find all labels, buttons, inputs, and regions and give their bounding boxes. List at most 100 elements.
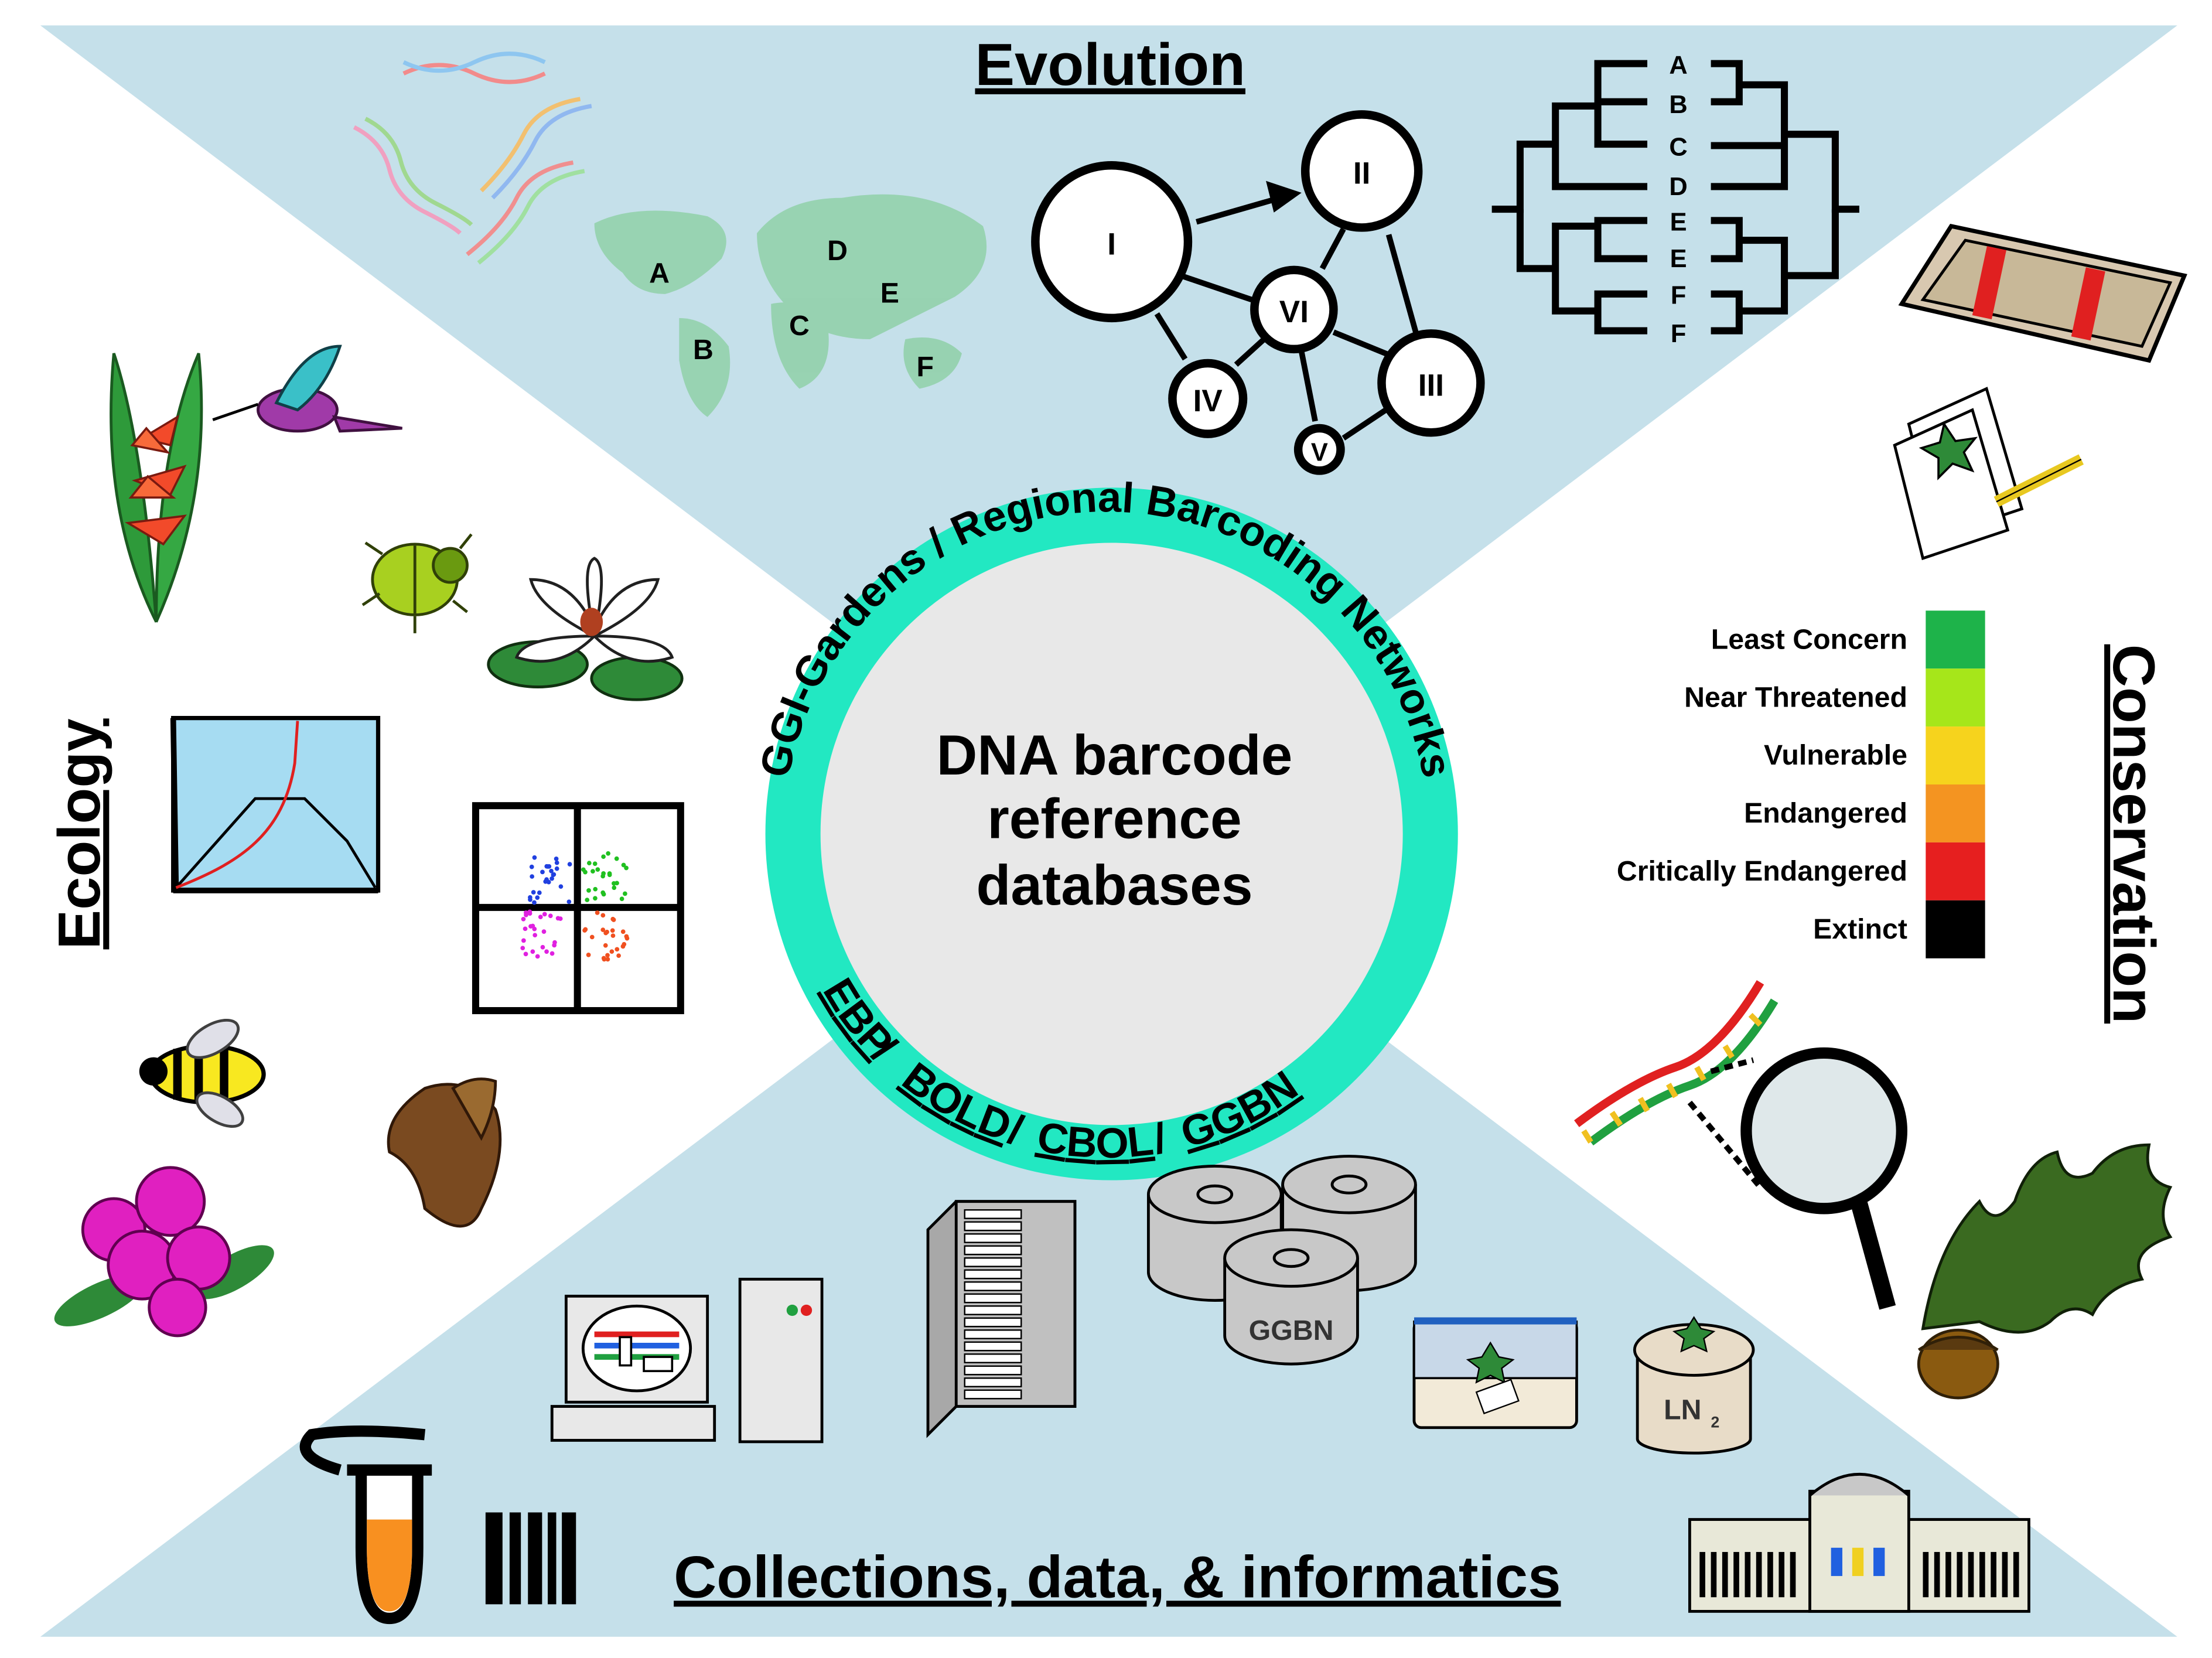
museum-column xyxy=(1745,1552,1751,1598)
phylogenetic-tree-icon xyxy=(1491,60,1859,335)
scatter-point xyxy=(615,881,619,886)
cabinet-drawer xyxy=(964,1353,1022,1363)
map-label: B xyxy=(693,334,714,366)
oak-leaf-acorn-icon xyxy=(1917,1143,2173,1400)
scatter-point xyxy=(545,864,551,869)
ecology-title: Ecology xyxy=(46,718,112,949)
scatter-point xyxy=(549,951,555,956)
scatter-point xyxy=(593,896,598,901)
museum-column xyxy=(1790,1552,1796,1598)
museum-column xyxy=(1722,1552,1728,1598)
scatter-point xyxy=(603,930,608,936)
scatter-point xyxy=(537,890,542,895)
red-list-swatch xyxy=(1926,900,1985,958)
node-label: V xyxy=(1311,439,1328,467)
scatter-point xyxy=(619,896,624,902)
node-label: VI xyxy=(1279,295,1309,329)
scatter-point xyxy=(531,890,536,895)
museum-column xyxy=(1756,1552,1762,1598)
scatter-point xyxy=(614,856,619,861)
scatter-point xyxy=(532,926,537,932)
scatter-point xyxy=(585,898,590,902)
world-map-labels: A B C D E F xyxy=(649,235,934,383)
cabinet-drawer xyxy=(964,1209,1022,1219)
scatter-point xyxy=(520,946,525,951)
scatter-point xyxy=(527,909,532,915)
bat-icon xyxy=(387,1077,502,1228)
cabinet-drawer xyxy=(964,1317,1022,1328)
dna-strand-icon xyxy=(353,52,592,265)
scatter-point xyxy=(538,915,543,919)
red-list-swatch xyxy=(1926,668,1985,727)
scatter-point xyxy=(602,957,607,962)
scatter-point xyxy=(609,949,615,954)
node-label: III xyxy=(1418,369,1444,403)
tree-tip-label: F xyxy=(1671,282,1687,310)
scatter-point xyxy=(616,953,621,958)
tree-tip-labels: A B C D E E F F xyxy=(1669,51,1687,347)
museum-column xyxy=(1733,1552,1739,1598)
scatter-point xyxy=(620,929,626,934)
red-list-swatch xyxy=(1926,610,1985,669)
scatter-point xyxy=(620,944,626,949)
scatter-point xyxy=(624,865,629,871)
museum-column xyxy=(1945,1552,1951,1598)
scatter-point xyxy=(601,854,606,859)
scatter-point xyxy=(541,929,547,934)
map-label: D xyxy=(827,235,848,267)
museum-building-icon xyxy=(1688,1473,2030,1613)
barcode-icon xyxy=(485,1512,576,1605)
map-label: C xyxy=(789,310,810,342)
scatter-point xyxy=(528,924,533,929)
scatter-point xyxy=(532,900,537,905)
cabinet-drawer xyxy=(964,1305,1022,1315)
collections-title: Collections, data, & informatics xyxy=(674,1544,1561,1610)
scatter-point xyxy=(600,913,606,918)
herbarium-specimen-stack-icon xyxy=(1898,223,2187,363)
cabinet-drawer xyxy=(964,1269,1022,1280)
scatter-point xyxy=(542,912,547,917)
map-label: F xyxy=(916,351,933,383)
scatter-point xyxy=(543,879,548,884)
red-list-label: Extinct xyxy=(1813,913,1907,945)
red-list-label: Vulnerable xyxy=(1764,739,1907,771)
field-notes-icon xyxy=(1893,387,2084,561)
museum-column xyxy=(1699,1552,1705,1598)
evolution-title: Evolution xyxy=(975,32,1245,98)
cabinet-drawer xyxy=(964,1233,1022,1243)
ordination-scatter-plot xyxy=(472,802,684,1015)
scatter-point xyxy=(552,940,557,945)
museum-column xyxy=(2002,1552,2008,1598)
scatter-point xyxy=(615,947,620,952)
scatter-point xyxy=(581,867,586,872)
scatter-point xyxy=(586,888,591,893)
museum-column xyxy=(1779,1552,1785,1598)
specimen-cabinet-icon xyxy=(926,1200,1077,1438)
center-title-line: DNA barcode xyxy=(937,724,1293,787)
world-map xyxy=(594,194,987,417)
cabinet-drawer xyxy=(964,1245,1022,1256)
scatter-point xyxy=(595,910,600,915)
scatter-point xyxy=(549,868,554,874)
scatter-point xyxy=(544,949,549,954)
bumblebee-icon xyxy=(139,1018,266,1128)
museum-column xyxy=(1711,1552,1717,1598)
scatter-point xyxy=(623,891,627,896)
red-list-label: Least Concern xyxy=(1711,623,1907,655)
node-label: II xyxy=(1353,156,1371,191)
scatter-point xyxy=(590,869,595,874)
scatter-point xyxy=(607,872,612,878)
scatter-point xyxy=(529,864,534,869)
scatter-point xyxy=(621,862,626,868)
museum-column xyxy=(1968,1552,1974,1598)
scatter-point xyxy=(521,938,526,943)
scatter-point xyxy=(540,869,545,875)
scatter-point xyxy=(535,895,540,900)
cabinet-drawer xyxy=(964,1329,1022,1339)
scatter-point xyxy=(551,872,557,877)
scatter-point xyxy=(523,951,528,957)
red-list-label: Critically Endangered xyxy=(1617,855,1907,887)
scatter-point xyxy=(549,876,554,881)
